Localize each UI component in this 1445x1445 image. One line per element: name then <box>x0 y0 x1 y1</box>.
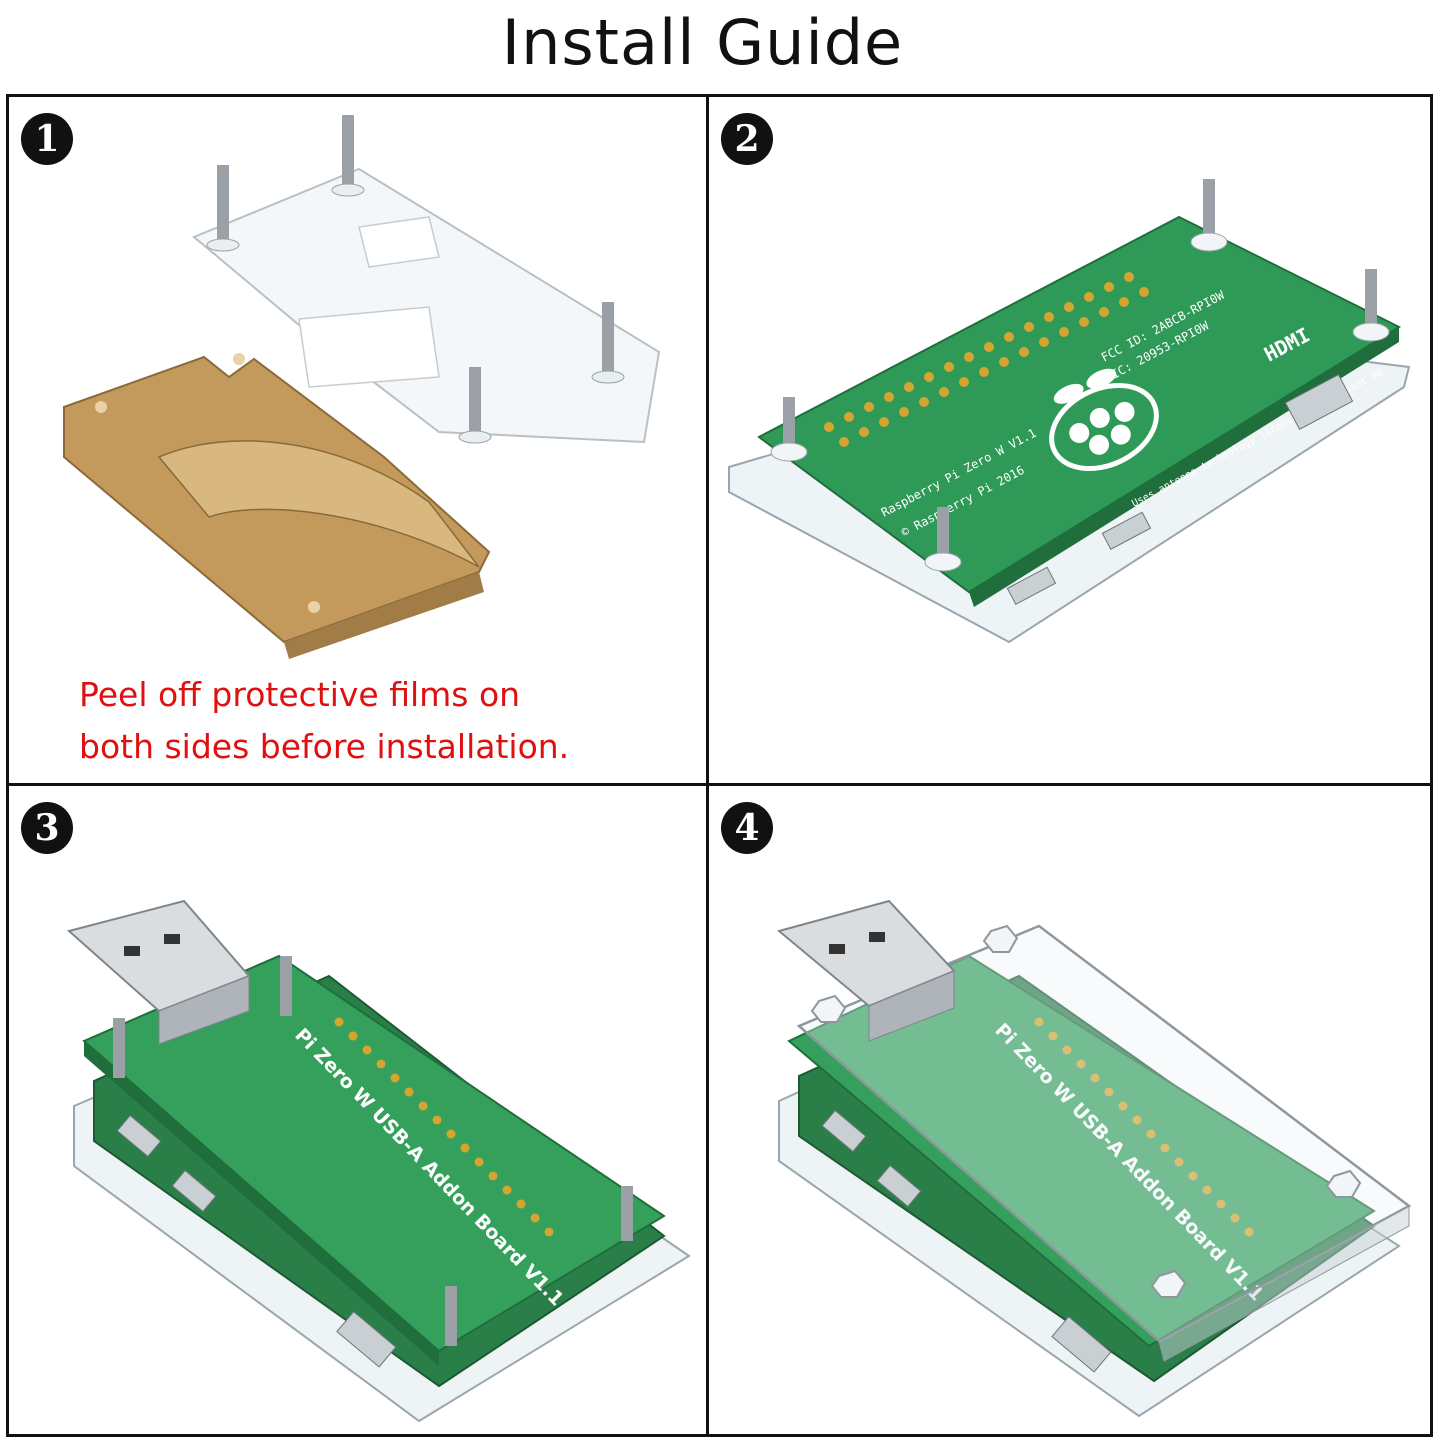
step-1-number: 1 <box>21 113 73 165</box>
assembled-case-illustration: Pi Zero W USB-A Addon Board V1.1 <box>776 899 1412 1418</box>
step-4-panel: 4 Pi Zero W USB-A Addon Board V1.1 <box>709 786 1430 1434</box>
grid-divider-vertical <box>706 97 709 1434</box>
pi-zero-on-base-illustration: Raspberry Pi Zero W V1.1 © Raspberry Pi … <box>728 179 1411 644</box>
usb-addon-board-illustration: Pi Zero W USB-A Addon Board V1.1 <box>66 899 691 1423</box>
acrylic-plates-illustration <box>63 115 661 659</box>
step-2-panel: 2 <box>709 97 1430 783</box>
step-2-number: 2 <box>721 113 773 165</box>
note-line-1: Peel off protective films on <box>79 675 521 714</box>
grid-divider-horizontal <box>9 783 1430 786</box>
instruction-grid: 1 Peel off protective films on bo <box>6 94 1433 1437</box>
step-4-number: 4 <box>721 802 773 854</box>
note-line-2: both sides before installation. <box>79 727 570 766</box>
peel-film-instruction: Peel off protective films on both sides … <box>79 669 569 773</box>
page-title: Install Guide <box>501 6 904 79</box>
step-3-number: 3 <box>21 802 73 854</box>
step-1-panel: 1 Peel off protective films on bo <box>9 97 706 783</box>
step-3-panel: 3 Pi Zero W USB-A Addon Board V1.1 <box>9 786 706 1434</box>
